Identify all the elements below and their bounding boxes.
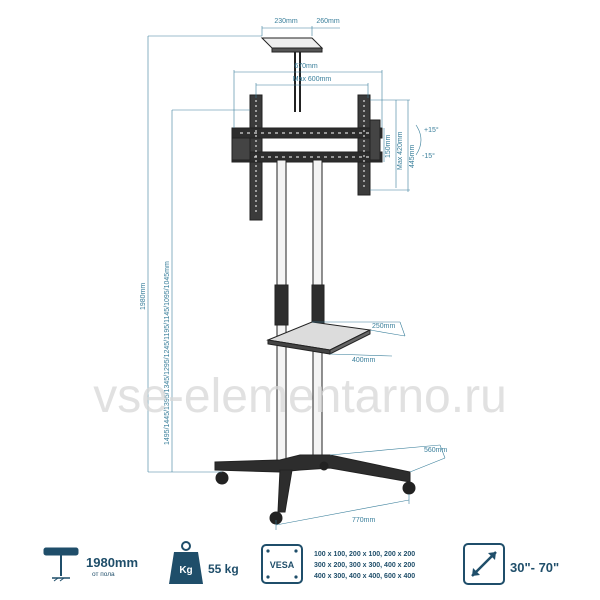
vesa-row-3: 400 x 300, 400 x 400, 600 x 400 [314, 573, 415, 580]
vesa-spec: VESA 100 x 100, 200 x 100, 200 x 200 300… [261, 544, 415, 584]
weight-spec: Kg 55 kg [169, 541, 239, 584]
vesa-row-1: 100 x 100, 200 x 100, 200 x 200 [314, 551, 415, 558]
vesa-badge: VESA [270, 560, 295, 570]
label-height-options: 1495/1445/1395/1345/1295/1245/1195/1145/… [164, 261, 171, 445]
screen-diagonal-icon [463, 543, 505, 585]
weight-icon-label: Kg [179, 565, 192, 576]
vesa-row-2: 300 x 200, 300 x 300, 400 x 200 [314, 562, 415, 569]
label-top-shelf-depth: 230mm [274, 18, 298, 25]
screen-size-spec: 30"- 70" [463, 543, 559, 585]
label-total-height: 1980mm [140, 283, 147, 310]
label-base-width: 770mm [352, 517, 376, 524]
label-vert-150: 150mm [385, 134, 392, 158]
label-vert-max420: Max 420mm [397, 131, 404, 170]
label-mount-width: 670mm [294, 63, 318, 70]
stand-base [214, 454, 416, 525]
label-tilt-up: +15° [424, 126, 439, 134]
vesa-icon [261, 544, 303, 584]
label-shelf-width: 400mm [352, 357, 376, 364]
top-shelf [260, 37, 324, 112]
weight-icon [169, 541, 203, 584]
height-spec: 1980mm от пола [43, 547, 138, 582]
height-floor-icon [43, 547, 79, 582]
label-top-shelf-width: 260mm [316, 18, 340, 25]
tv-stand-drawing [214, 37, 416, 525]
height-note: от пола [92, 571, 115, 578]
watermark: vse-elementarno.ru [93, 370, 507, 423]
stand-columns [274, 159, 325, 466]
weight-value: 55 kg [208, 562, 239, 576]
label-tilt-down: -15° [422, 152, 435, 160]
mount-bracket [231, 94, 383, 221]
spec-bar: 1980mm от пола Kg 55 kg VESA 100 x 100, … [43, 541, 559, 585]
dimension-lines [147, 26, 446, 530]
label-vert-445: 445mm [409, 144, 416, 168]
height-value: 1980mm [86, 555, 138, 570]
label-vesa-max-width: Max 600mm [293, 76, 332, 83]
label-base-depth: 560mm [424, 447, 448, 454]
screen-size-value: 30"- 70" [510, 560, 559, 575]
label-shelf-depth: 250mm [372, 323, 396, 330]
